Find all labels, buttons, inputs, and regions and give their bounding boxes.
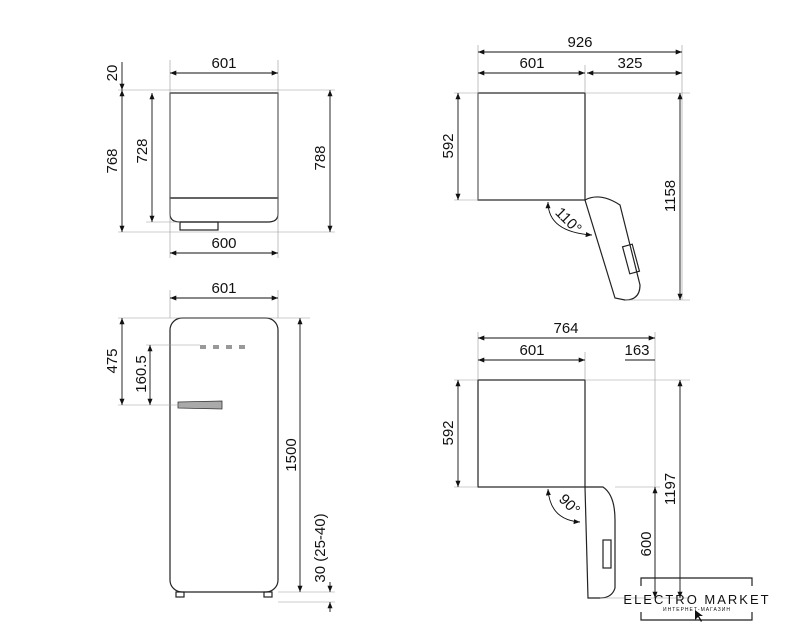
dim-door-overhang: 325	[617, 55, 642, 72]
dim-handle-from-top: 475	[104, 348, 121, 373]
door-open	[584, 196, 641, 301]
dim-depth-open: 1197	[662, 473, 679, 505]
dim-top-width: 601	[211, 55, 236, 72]
top-view-closed: 601 600 20 768 728 788	[104, 55, 335, 258]
door-top	[169, 197, 279, 223]
dim-total-width: 926	[567, 34, 592, 51]
dim-offset: 20	[104, 65, 121, 82]
fridge-body	[477, 379, 586, 488]
dim-depth-body: 728	[134, 138, 151, 163]
dim-door-width: 600	[638, 531, 655, 556]
dim-body-width: 601	[519, 342, 544, 359]
dim-bottom-width: 600	[211, 235, 236, 252]
electro-market-logo: ELECTRO MARKET ИНТЕРНЕТ-МАГАЗИН	[623, 577, 770, 622]
dim-depth-body: 592	[440, 420, 457, 445]
dim-door-overhang: 163	[624, 342, 649, 359]
dim-depth-open: 1158	[662, 180, 679, 212]
fridge-body-top	[169, 92, 279, 199]
dim-height: 1500	[283, 438, 300, 471]
handle	[621, 243, 641, 275]
dim-total-width: 764	[553, 320, 578, 337]
foot-left	[175, 591, 185, 598]
dim-body-width: 601	[519, 55, 544, 72]
brand-badge	[200, 345, 245, 349]
top-view-open-90: 764 601 163 592 1197 600 90°	[440, 320, 690, 600]
foot-right	[263, 591, 273, 598]
dim-handle-length: 160.5	[133, 355, 150, 393]
handle	[602, 539, 612, 569]
front-view: 601 475 160.5 1500 30 (25-40)	[104, 280, 335, 612]
fridge-front	[169, 317, 279, 593]
angle-label: 110°	[552, 204, 585, 237]
logo-subtitle: ИНТЕРНЕТ-МАГАЗИН	[663, 607, 731, 613]
door-handle	[177, 400, 223, 410]
cursor-icon	[695, 610, 703, 622]
dim-front-width: 601	[211, 280, 236, 297]
dim-feet: 30 (25-40)	[312, 513, 329, 582]
fridge-body	[477, 92, 586, 201]
dim-depth-total: 768	[104, 148, 121, 173]
handle-top	[179, 221, 219, 231]
top-view-open-110: 926 601 325 592 1158 110°	[440, 34, 690, 301]
dim-depth-door: 788	[312, 145, 329, 170]
logo-title: ELECTRO MARKET	[623, 592, 770, 607]
dim-depth-body: 592	[440, 133, 457, 158]
